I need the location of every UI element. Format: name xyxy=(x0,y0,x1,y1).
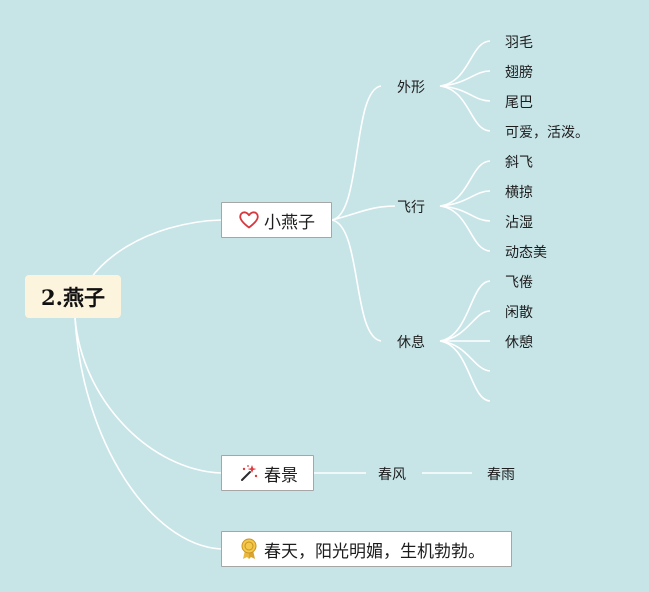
root-topic-label: 2.燕子 xyxy=(41,284,105,310)
leaf-slanted-flight[interactable]: 斜飞 xyxy=(505,155,533,171)
subtopic-appearance[interactable]: 外形 xyxy=(395,77,427,97)
subtopic-flight[interactable]: 飞行 xyxy=(395,197,427,217)
subtopic-spring-wind[interactable]: 春风 xyxy=(376,464,408,484)
sparkle-wand-icon xyxy=(238,462,260,484)
branch-spring-summary[interactable]: 春天，阳光明媚，生机勃勃。 xyxy=(221,531,512,567)
leaf-wings[interactable]: 翅膀 xyxy=(505,65,533,81)
branch-swallow[interactable]: 小燕子 xyxy=(221,202,332,238)
leaf-dip-wet[interactable]: 沾湿 xyxy=(505,215,533,231)
leaf-cute-lively[interactable]: 可爱，活泼。 xyxy=(505,125,589,141)
leaf-tired-of-flying[interactable]: 飞倦 xyxy=(505,275,533,291)
branch-spring-scene[interactable]: 春景 xyxy=(221,455,314,491)
branch-spring-summary-label: 春天，阳光明媚，生机勃勃。 xyxy=(264,541,485,562)
leaf-tail[interactable]: 尾巴 xyxy=(505,95,533,111)
subtopic-spring-rain[interactable]: 春雨 xyxy=(485,464,517,484)
leaf-sweep-across[interactable]: 横掠 xyxy=(505,185,533,201)
subtopic-rest[interactable]: 休息 xyxy=(395,332,427,352)
leaf-resting[interactable]: 休憩 xyxy=(505,335,533,351)
branch-swallow-label: 小燕子 xyxy=(264,212,315,233)
root-topic[interactable]: 2.燕子 xyxy=(25,275,121,318)
heart-icon xyxy=(238,209,260,231)
award-ribbon-icon xyxy=(238,538,260,560)
branch-spring-scene-label: 春景 xyxy=(264,465,298,486)
leaf-leisurely[interactable]: 闲散 xyxy=(505,305,533,321)
leaf-feathers[interactable]: 羽毛 xyxy=(505,35,533,51)
leaf-dynamic-beauty[interactable]: 动态美 xyxy=(505,245,547,261)
